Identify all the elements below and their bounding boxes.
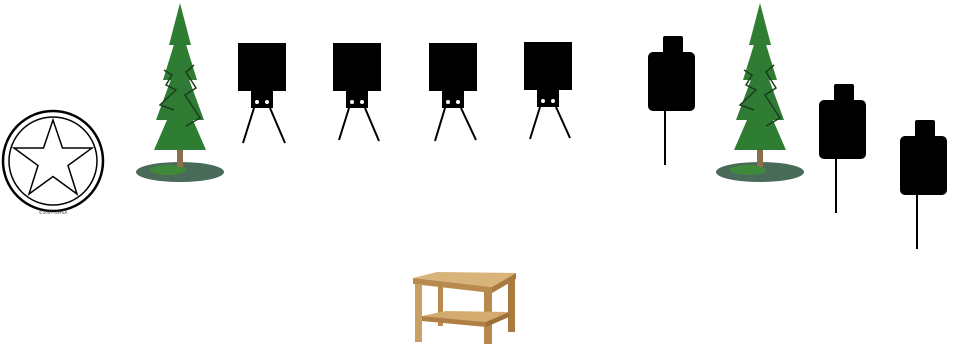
steel-plate-target-icon [429,43,477,141]
steel-plate-target-icon [524,42,572,139]
silhouette-target-icon [819,84,866,213]
silhouette-target-icon [648,36,695,165]
pine-tree-icon [716,3,804,182]
steel-plate-target-icon [333,43,381,141]
pine-tree-icon [136,3,224,182]
star-in-circle-icon: ©2007 USPSA [3,111,103,215]
steel-plate-target-icon [238,43,286,143]
wooden-table-icon [413,272,516,344]
silhouette-target-icon [900,120,947,249]
start-marker-copyright: ©2007 USPSA [39,210,68,215]
